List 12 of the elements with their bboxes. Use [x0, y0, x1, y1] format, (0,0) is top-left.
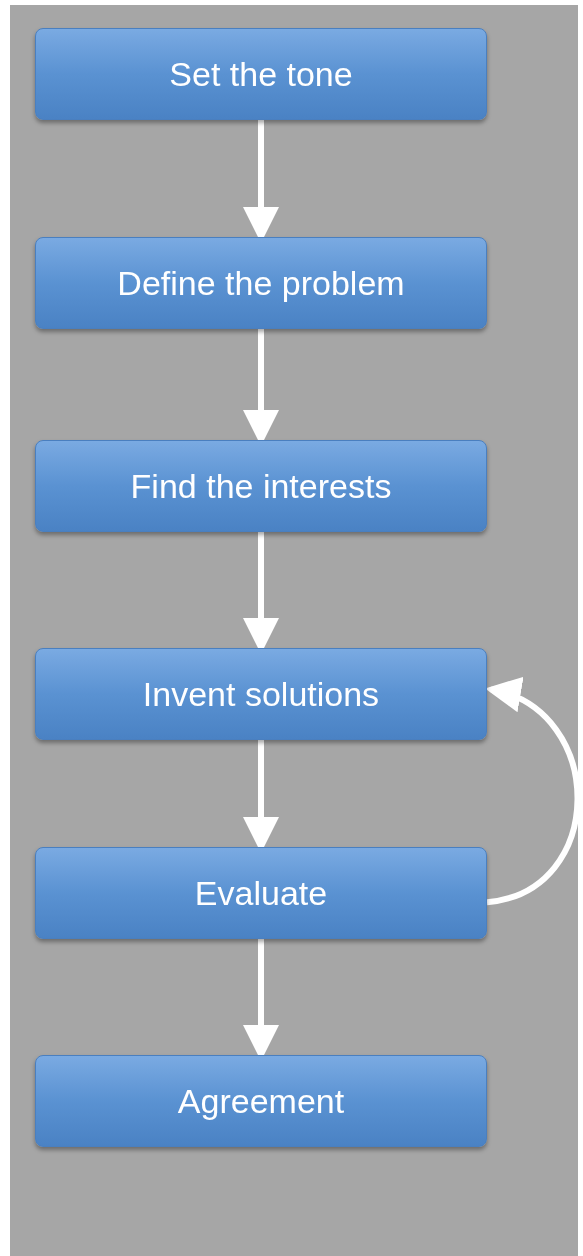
- process-box: [35, 440, 487, 532]
- step-label: Agreement: [177, 1080, 345, 1122]
- process-box: [35, 237, 487, 329]
- process-box: [35, 648, 487, 740]
- step-label: Find the interests: [130, 465, 392, 507]
- step-label: Invent solutions: [142, 673, 380, 715]
- process-box: [35, 1055, 487, 1147]
- step-label: Define the problem: [117, 262, 405, 304]
- step-label: Evaluate: [194, 872, 328, 914]
- process-box: [35, 28, 487, 120]
- step-label: Set the tone: [169, 53, 353, 95]
- process-box: [35, 847, 487, 939]
